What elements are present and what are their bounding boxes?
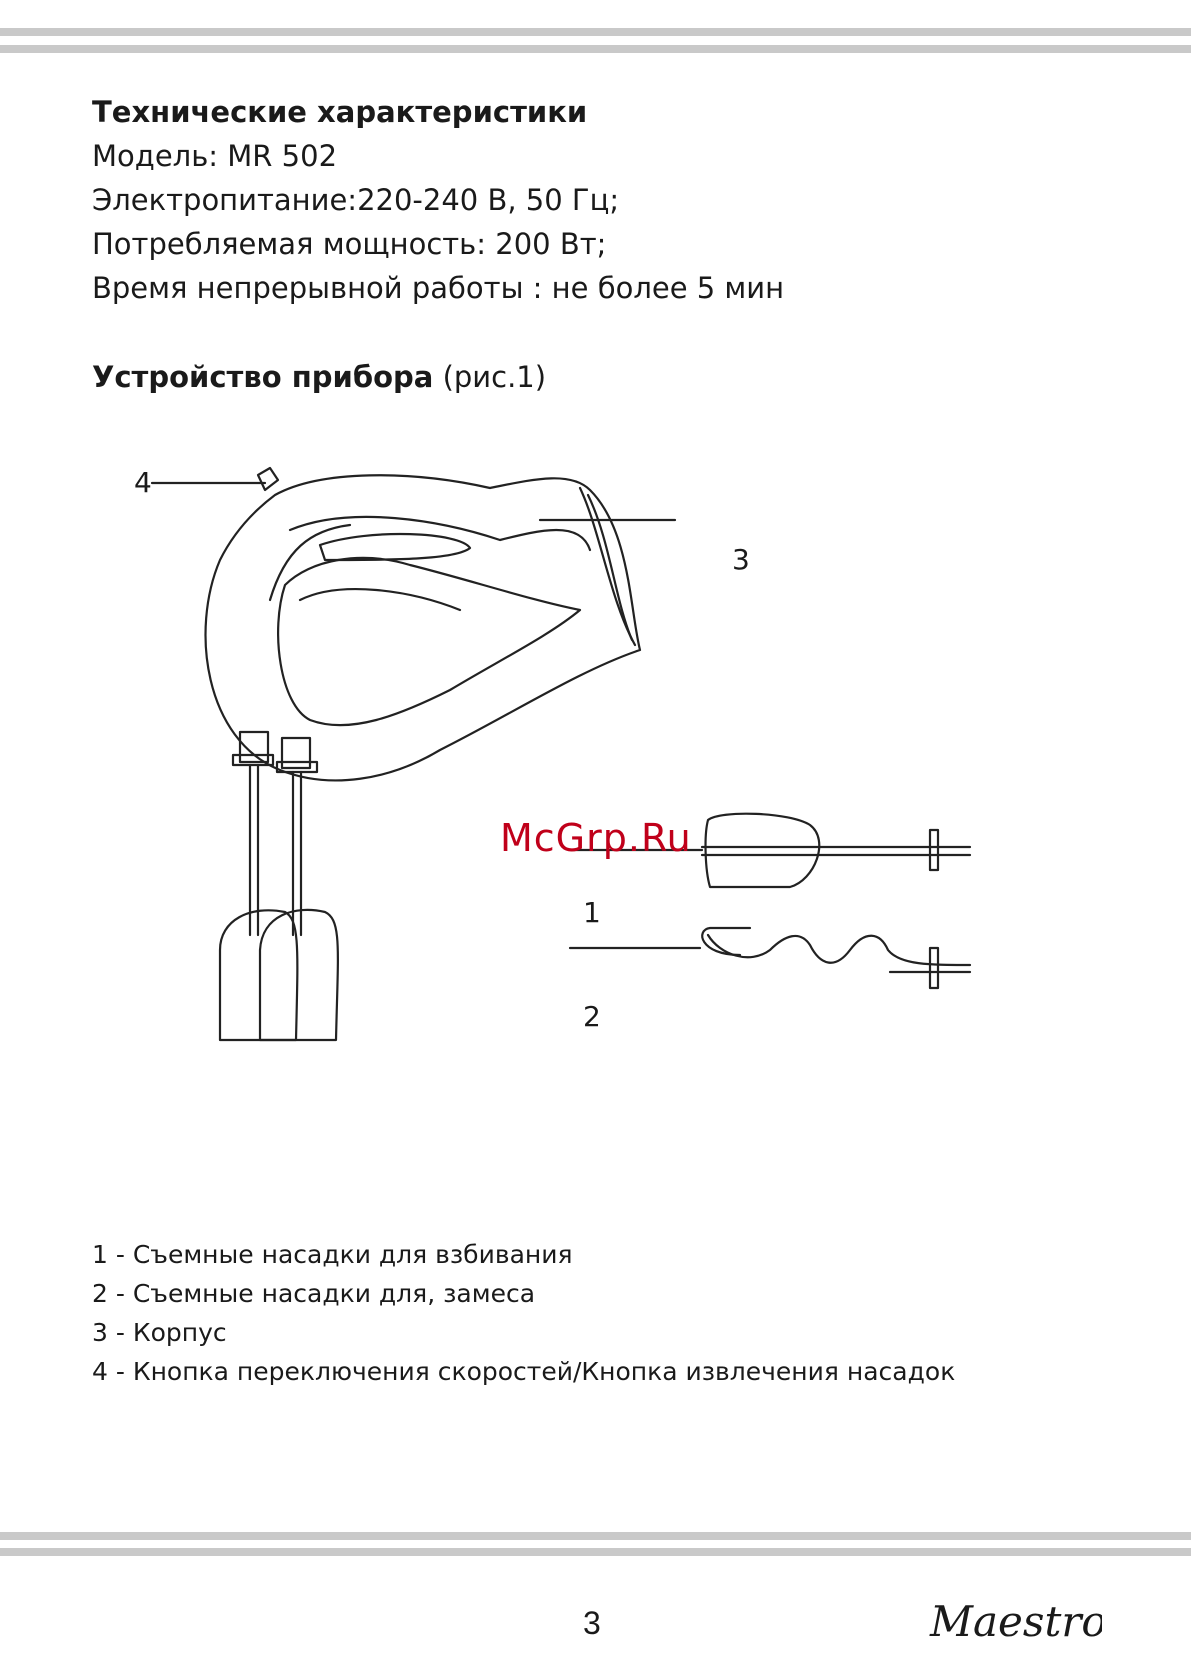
callout-4: 4 <box>134 466 152 499</box>
header-rule-bottom <box>0 45 1191 53</box>
dough-hook-attachment <box>701 926 752 957</box>
spec-power: Потребляемая мощность: 200 Вт; <box>92 227 607 261</box>
legend-item: 3 - Корпус <box>92 1318 227 1347</box>
figure-reference: (рис.1) <box>442 360 547 394</box>
page-number: 3 <box>583 1605 601 1641</box>
callout-1: 1 <box>583 896 601 929</box>
callout-2: 2 <box>583 1000 601 1033</box>
device-section-heading: Устройство прибора (рис.1) <box>92 360 546 394</box>
spec-model: Модель: MR 502 <box>92 139 338 173</box>
whisk-attachment <box>704 812 821 889</box>
legend-item: 2 - Съемные насадки для, замеса <box>92 1279 536 1308</box>
spec-runtime: Время непрерывной работы : не более 5 ми… <box>92 271 785 305</box>
brand-logo: Maestro <box>922 1586 1107 1656</box>
specs-title: Технические характеристики <box>92 95 588 129</box>
legend-item: 1 - Съемные насадки для взбивания <box>92 1240 573 1269</box>
mixer-body <box>204 474 642 782</box>
footer-rule-bottom <box>0 1548 1191 1556</box>
side-panel <box>277 556 582 727</box>
maestro-logo: Maestro <box>929 1597 1107 1646</box>
mixer-drawing <box>150 466 972 1042</box>
watermark: McGrp.Ru <box>500 816 692 860</box>
handle-grip <box>318 532 472 562</box>
legend-item: 4 - Кнопка переключения скоростей/Кнопка… <box>92 1357 956 1386</box>
spec-power-supply: Электропитание:220-240 В, 50 Гц; <box>92 183 620 217</box>
callout-3: 3 <box>732 543 750 576</box>
parts-legend: 1 - Съемные насадки для взбивания 2 - Съ… <box>92 1235 955 1391</box>
header-rule-top <box>0 28 1191 36</box>
brand-wordmark: Maestro <box>929 1597 1102 1646</box>
mixer-illustration <box>110 450 1070 1150</box>
beater-head-right <box>258 908 339 1042</box>
speed-button <box>256 466 280 492</box>
beater-head-left <box>218 909 299 1042</box>
specifications-block: Технические характеристики Модель: MR 50… <box>92 90 784 310</box>
device-heading: Устройство прибора <box>92 360 434 394</box>
footer-rule-top <box>0 1532 1191 1540</box>
